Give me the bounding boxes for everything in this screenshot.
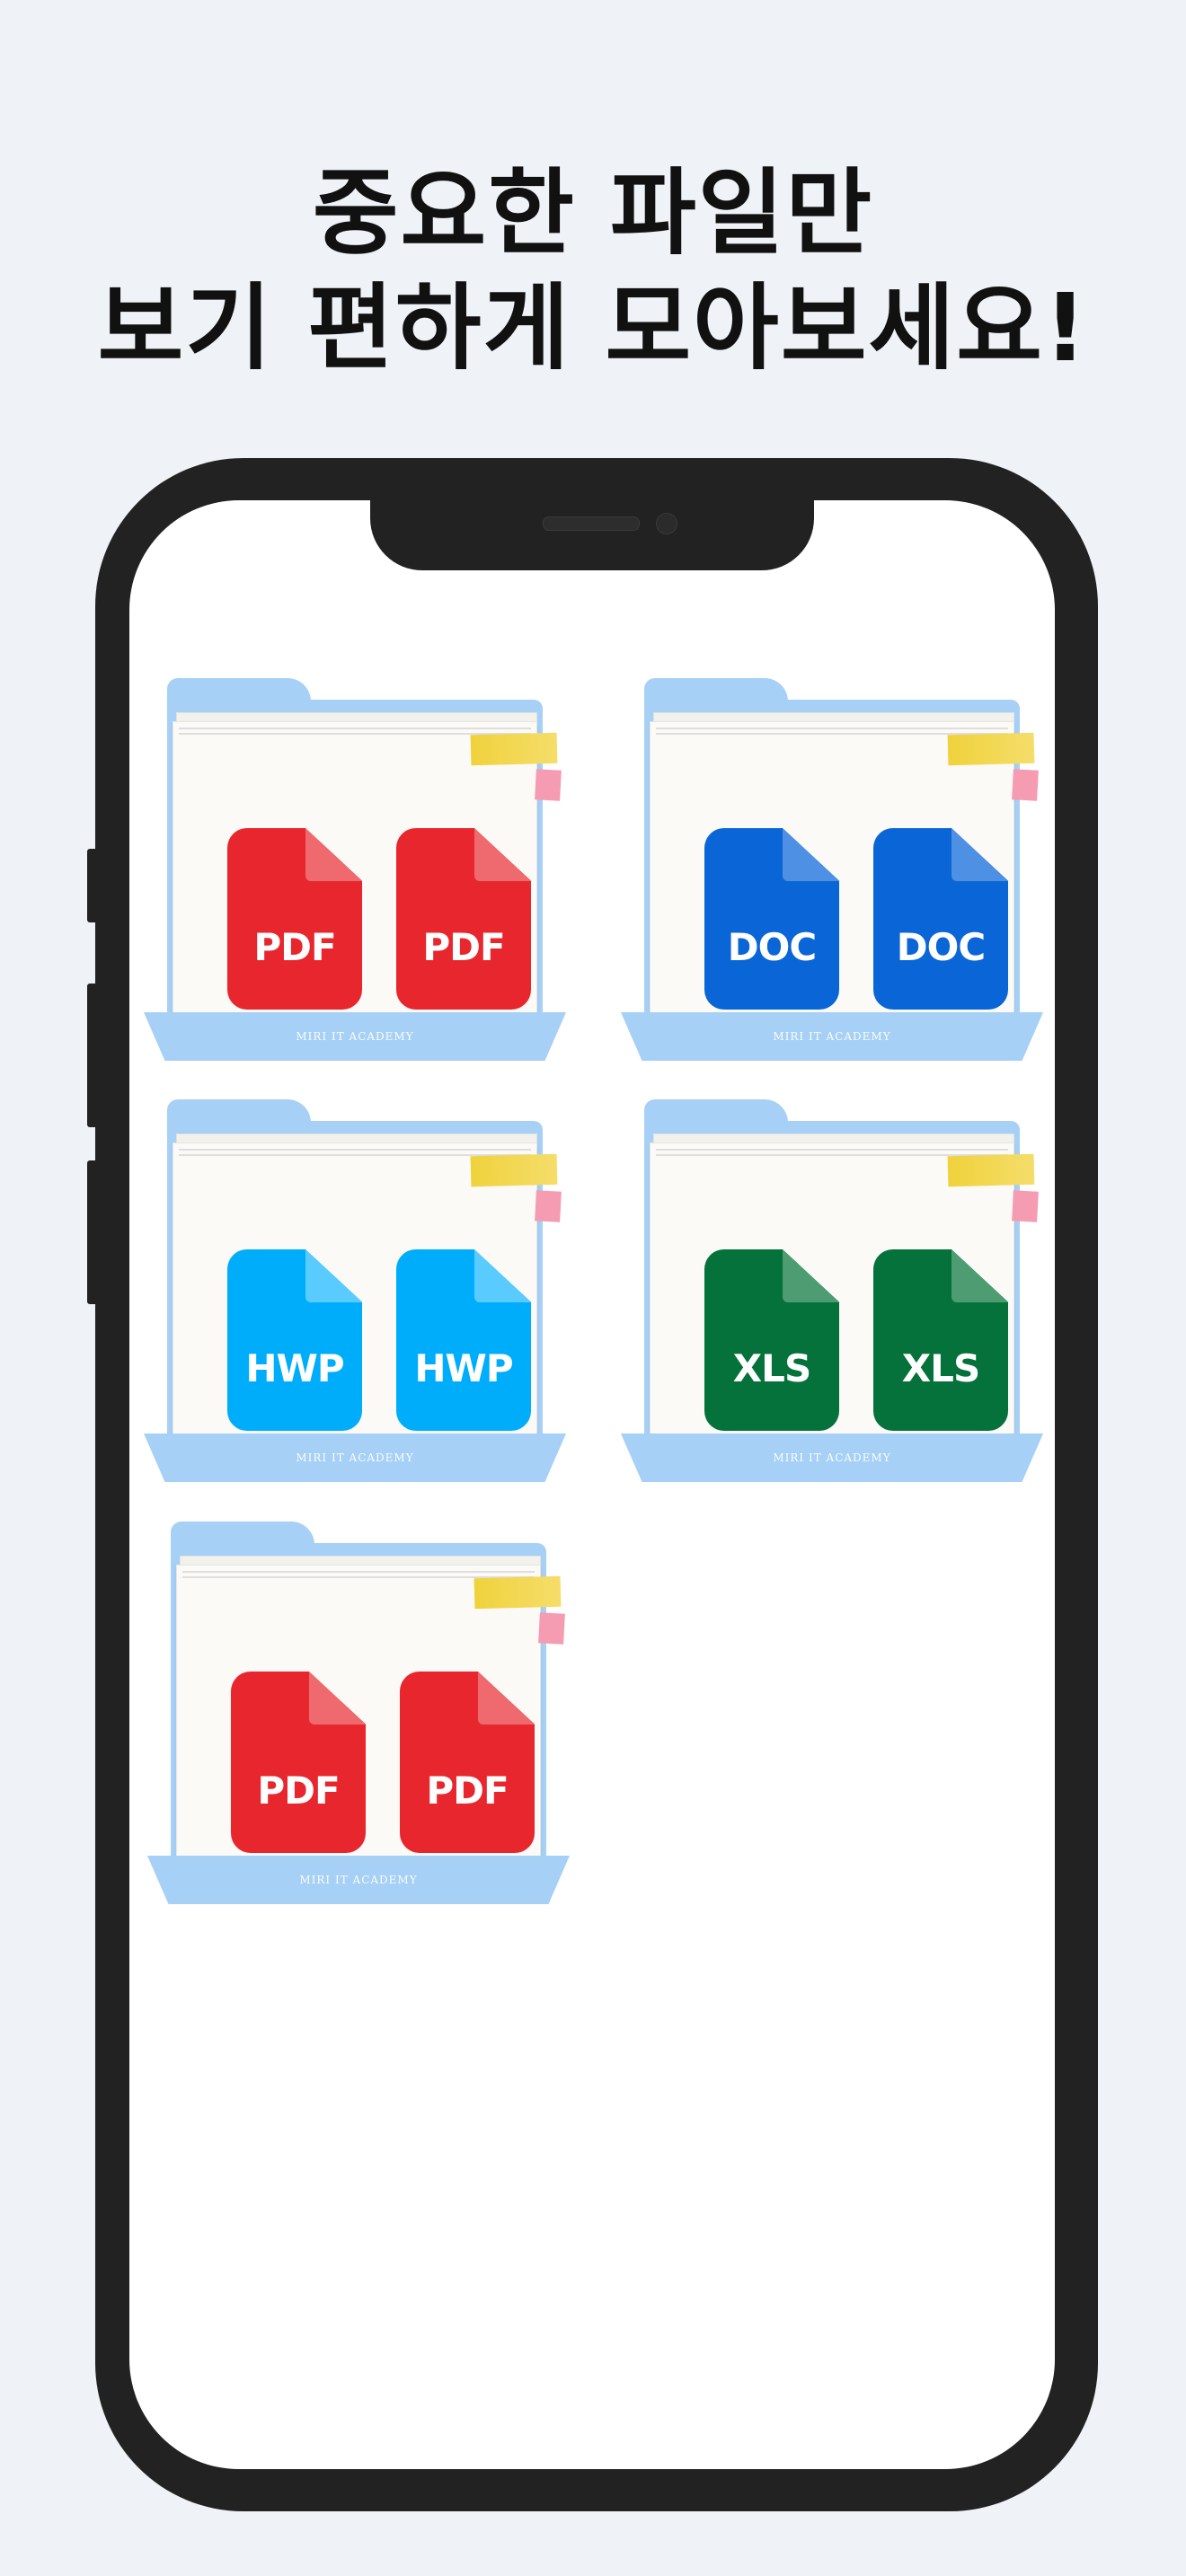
- folder-paper: PDF PDF: [176, 1565, 541, 1872]
- file-body: [231, 1672, 366, 1853]
- xls-file-icon[interactable]: XLS: [704, 1249, 839, 1431]
- paper-rule: [179, 1149, 531, 1151]
- speaker-grille: [543, 516, 640, 531]
- sticky-note-yellow: [474, 1575, 562, 1610]
- folder-front-pocket: [144, 1012, 566, 1061]
- folder-paper: PDF PDF: [173, 721, 537, 1028]
- pdf-file-icon[interactable]: PDF: [396, 828, 531, 1010]
- phone-screen: PDF PDF MIRI IT ACADEMY DOC DOC MIRI IT ACADE…: [129, 500, 1055, 2469]
- file-body: [396, 1249, 531, 1431]
- headline-line-1: 중요한 파일만: [312, 158, 874, 268]
- folder-paper: HWP HWP: [173, 1142, 537, 1450]
- file-type-label: PDF: [422, 925, 505, 969]
- sticky-note-yellow: [470, 1153, 558, 1187]
- folder-caption: MIRI IT ACADEMY: [296, 1451, 414, 1464]
- folder-tile[interactable]: XLS XLS MIRI IT ACADEMY: [621, 1099, 1043, 1489]
- phone-notch: [370, 500, 814, 570]
- file-body: [396, 828, 531, 1010]
- hwp-file-icon[interactable]: HWP: [396, 1249, 531, 1431]
- folder-tile[interactable]: HWP HWP MIRI IT ACADEMY: [144, 1099, 566, 1489]
- file-body: [227, 1249, 362, 1431]
- file-type-label: PDF: [257, 1769, 340, 1813]
- front-camera: [656, 513, 677, 534]
- file-type-label: DOC: [896, 925, 986, 969]
- xls-file-icon[interactable]: XLS: [873, 1249, 1008, 1431]
- doc-file-icon[interactable]: DOC: [873, 828, 1008, 1010]
- file-type-label: HWP: [414, 1346, 513, 1390]
- folder-front-pocket: [621, 1012, 1043, 1061]
- sticky-note-pink: [535, 769, 562, 801]
- sticky-note-pink: [1012, 1190, 1039, 1222]
- paper-rule: [182, 1571, 535, 1573]
- hwp-file-icon[interactable]: HWP: [227, 1249, 362, 1431]
- sticky-note-pink: [535, 1190, 562, 1222]
- folder-front-pocket: [144, 1434, 566, 1482]
- file-type-label: PDF: [253, 925, 336, 969]
- file-type-label: XLS: [732, 1346, 811, 1390]
- headline-line-2: 보기 편하게 모아보세요!: [97, 273, 1089, 383]
- file-type-label: DOC: [727, 925, 817, 969]
- paper-rule: [179, 733, 531, 735]
- folder-paper: XLS XLS: [650, 1142, 1014, 1450]
- pdf-file-icon[interactable]: PDF: [231, 1672, 366, 1853]
- paper-rule: [656, 1149, 1008, 1151]
- sticky-note-yellow: [947, 1153, 1035, 1187]
- paper-rule: [656, 1154, 1008, 1156]
- folder-caption: MIRI IT ACADEMY: [773, 1030, 891, 1043]
- file-body: [704, 1249, 839, 1431]
- sticky-note-pink: [1012, 769, 1039, 801]
- sticky-note-pink: [538, 1612, 565, 1645]
- folder-caption: MIRI IT ACADEMY: [296, 1030, 414, 1043]
- file-type-label: XLS: [901, 1346, 980, 1390]
- file-body: [704, 828, 839, 1010]
- folder-tile[interactable]: PDF PDF MIRI IT ACADEMY: [147, 1522, 570, 1911]
- pdf-file-icon[interactable]: PDF: [400, 1672, 535, 1853]
- folder-front-pocket: [621, 1434, 1043, 1482]
- folder-caption: MIRI IT ACADEMY: [773, 1451, 891, 1464]
- paper-rule: [179, 1154, 531, 1156]
- file-type-label: HWP: [245, 1346, 344, 1390]
- folder-caption: MIRI IT ACADEMY: [299, 1874, 418, 1886]
- sticky-note-yellow: [947, 732, 1035, 766]
- file-type-label: PDF: [426, 1769, 509, 1813]
- pdf-file-icon[interactable]: PDF: [227, 828, 362, 1010]
- paper-rule: [656, 733, 1008, 735]
- folder-paper: DOC DOC: [650, 721, 1014, 1028]
- folder-front-pocket: [147, 1856, 570, 1904]
- sticky-note-yellow: [470, 732, 558, 766]
- file-body: [873, 828, 1008, 1010]
- file-body: [227, 828, 362, 1010]
- doc-file-icon[interactable]: DOC: [704, 828, 839, 1010]
- file-body: [400, 1672, 535, 1853]
- folder-tile[interactable]: DOC DOC MIRI IT ACADEMY: [621, 678, 1043, 1068]
- folder-tile[interactable]: PDF PDF MIRI IT ACADEMY: [144, 678, 566, 1068]
- paper-rule: [179, 728, 531, 729]
- paper-rule: [656, 728, 1008, 729]
- file-body: [873, 1249, 1008, 1431]
- paper-rule: [182, 1576, 535, 1578]
